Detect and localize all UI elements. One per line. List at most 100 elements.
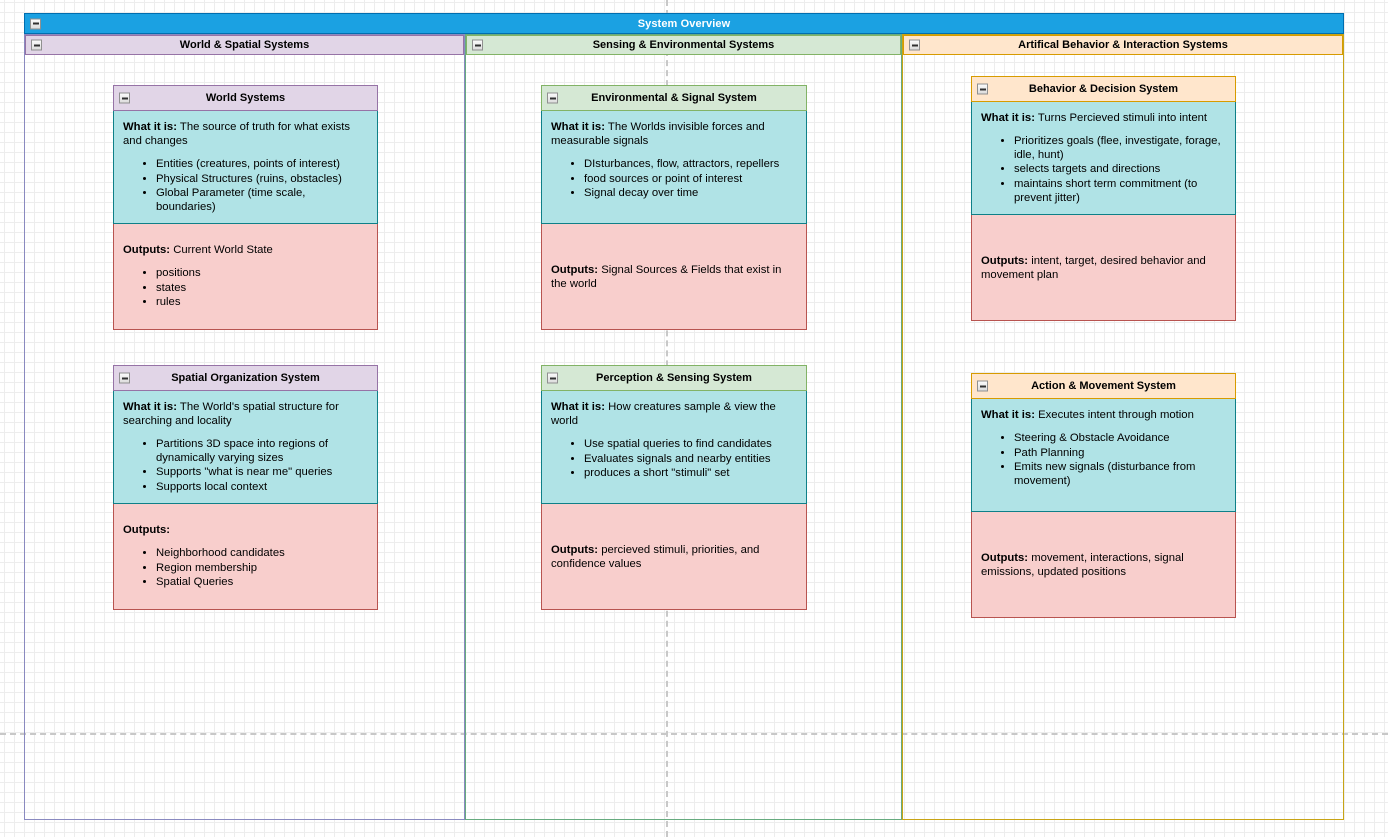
card-title-bar[interactable]: Action & Movement System — [971, 373, 1236, 399]
card-title-label: Action & Movement System — [1031, 380, 1176, 392]
outputs-label: Outputs: — [981, 551, 1029, 564]
card-action-movement-system[interactable]: Action & Movement System What it is: Exe… — [971, 373, 1236, 618]
list-item: Neighborhood candidates — [156, 547, 368, 561]
card-title-bar[interactable]: Environmental & Signal System — [541, 85, 807, 111]
lane-artifical-behavior-interaction-systems[interactable]: Artifical Behavior & Interaction Systems — [902, 34, 1344, 820]
outputs-line: Outputs: Signal Sources & Fields that ex… — [551, 264, 797, 292]
outputs-text: intent, target, desired behavior and mov… — [981, 254, 1206, 281]
what-it-is-line: What it is: How creatures sample & view … — [551, 401, 797, 429]
what-it-is-line: What it is: Turns Percieved stimuli into… — [981, 112, 1226, 126]
outputs-text: movement, interactions, signal emissions… — [981, 551, 1184, 578]
outputs-label: Outputs: — [123, 243, 171, 256]
collapse-minus-icon[interactable] — [472, 39, 483, 51]
collapse-minus-icon[interactable] — [547, 92, 558, 104]
outputs-line: Outputs: — [123, 524, 368, 538]
card-outputs-section: Outputs: Signal Sources & Fields that ex… — [541, 224, 807, 330]
card-world-systems[interactable]: World Systems What it is: The source of … — [113, 85, 378, 330]
outputs-text: Signal Sources & Fields that exist in th… — [551, 263, 782, 290]
what-it-is-text: How creatures sample & view the world — [551, 401, 776, 427]
lane-title-label: Sensing & Environmental Systems — [592, 39, 775, 51]
card-perception-sensing-system[interactable]: Perception & Sensing System What it is: … — [541, 365, 807, 610]
pool-title-bar[interactable]: System Overview — [24, 13, 1344, 34]
outputs-text: Current World State — [173, 243, 273, 256]
collapse-minus-icon[interactable] — [30, 18, 41, 29]
list-item: Spatial Queries — [156, 576, 368, 590]
what-it-is-label: What it is: — [123, 121, 177, 133]
list-item: Entities (creatures, points of interest) — [156, 158, 368, 172]
list-item: Path Planning — [1014, 447, 1226, 461]
lane-header-sensing-environmental-systems[interactable]: Sensing & Environmental Systems — [466, 35, 901, 55]
collapse-minus-icon[interactable] — [119, 372, 130, 384]
list-item: maintains short term commitment (to prev… — [1014, 178, 1226, 206]
what-it-is-bullets: DIsturbances, flow, attractors, repeller… — [551, 158, 797, 201]
list-item: produces a short "stimuli" set — [584, 467, 797, 481]
collapse-minus-icon[interactable] — [977, 380, 988, 392]
list-item: DIsturbances, flow, attractors, repeller… — [584, 158, 797, 172]
list-item: Supports "what is near me" queries — [156, 466, 368, 480]
what-it-is-line: What it is: Executes intent through moti… — [981, 409, 1226, 423]
outputs-line: Outputs: intent, target, desired behavio… — [981, 255, 1226, 283]
card-what-it-is-section: What it is: How creatures sample & view … — [541, 391, 807, 504]
card-what-it-is-section: What it is: The Worlds invisible forces … — [541, 111, 807, 224]
what-it-is-label: What it is: — [981, 409, 1035, 421]
list-item: rules — [156, 296, 368, 310]
card-title-bar[interactable]: World Systems — [113, 85, 378, 111]
what-it-is-text: The Worlds invisible forces and measurab… — [551, 121, 765, 147]
collapse-minus-icon[interactable] — [31, 39, 42, 51]
list-item: Emits new signals (disturbance from move… — [1014, 461, 1226, 489]
card-title-bar[interactable]: Behavior & Decision System — [971, 76, 1236, 102]
card-what-it-is-section: What it is: Turns Percieved stimuli into… — [971, 102, 1236, 215]
lane-title-label: Artifical Behavior & Interaction Systems — [1018, 39, 1228, 51]
card-title-label: Spatial Organization System — [171, 372, 320, 384]
outputs-line: Outputs: Current World State — [123, 244, 368, 258]
lane-header-world-spatial-systems[interactable]: World & Spatial Systems — [25, 35, 464, 55]
what-it-is-label: What it is: — [123, 401, 177, 413]
list-item: Global Parameter (time scale, boundaries… — [156, 187, 368, 215]
list-item: Region membership — [156, 562, 368, 576]
card-what-it-is-section: What it is: The World's spatial structur… — [113, 391, 378, 504]
collapse-minus-icon[interactable] — [909, 39, 920, 51]
pool-system-overview[interactable]: System Overview World & Spatial Systems … — [24, 13, 1344, 820]
what-it-is-bullets: Prioritizes goals (flee, investigate, fo… — [981, 135, 1226, 206]
collapse-minus-icon[interactable] — [119, 92, 130, 104]
card-title-bar[interactable]: Perception & Sensing System — [541, 365, 807, 391]
card-what-it-is-section: What it is: The source of truth for what… — [113, 111, 378, 224]
what-it-is-text: Executes intent through motion — [1038, 409, 1194, 421]
card-title-bar[interactable]: Spatial Organization System — [113, 365, 378, 391]
outputs-bullets: Neighborhood candidates Region membershi… — [123, 547, 368, 590]
lane-header-artifical-behavior-interaction-systems[interactable]: Artifical Behavior & Interaction Systems — [903, 35, 1343, 55]
card-title-label: World Systems — [205, 92, 286, 104]
what-it-is-bullets: Entities (creatures, points of interest)… — [123, 158, 368, 215]
what-it-is-label: What it is: — [551, 121, 605, 133]
list-item: Partitions 3D space into regions of dyna… — [156, 438, 368, 466]
what-it-is-line: What it is: The World's spatial structur… — [123, 401, 368, 429]
collapse-minus-icon[interactable] — [977, 83, 988, 95]
what-it-is-line: What it is: The Worlds invisible forces … — [551, 121, 797, 149]
card-outputs-section: Outputs: percieved stimuli, priorities, … — [541, 504, 807, 610]
outputs-bullets: positions states rules — [123, 267, 368, 310]
card-environmental-signal-system[interactable]: Environmental & Signal System What it is… — [541, 85, 807, 330]
collapse-minus-icon[interactable] — [547, 372, 558, 384]
what-it-is-text: The source of truth for what exists and … — [123, 121, 351, 147]
outputs-label: Outputs: — [981, 254, 1029, 267]
what-it-is-label: What it is: — [981, 112, 1035, 124]
what-it-is-line: What it is: The source of truth for what… — [123, 121, 368, 149]
list-item: Supports local context — [156, 481, 368, 495]
what-it-is-text: Turns Percieved stimuli into intent — [1037, 112, 1208, 124]
what-it-is-bullets: Partitions 3D space into regions of dyna… — [123, 438, 368, 495]
lane-title-label: World & Spatial Systems — [179, 39, 310, 51]
what-it-is-label: What it is: — [551, 401, 605, 413]
card-behavior-decision-system[interactable]: Behavior & Decision System What it is: T… — [971, 76, 1236, 321]
card-outputs-section: Outputs: Current World State positions s… — [113, 224, 378, 330]
lane-sensing-environmental-systems[interactable]: Sensing & Environmental Systems — [465, 34, 902, 820]
list-item: Steering & Obstacle Avoidance — [1014, 432, 1226, 446]
card-spatial-organization-system[interactable]: Spatial Organization System What it is: … — [113, 365, 378, 610]
outputs-label: Outputs: — [123, 523, 171, 536]
list-item: Use spatial queries to find candidates — [584, 438, 797, 452]
lane-world-spatial-systems[interactable]: World & Spatial Systems — [24, 34, 465, 820]
list-item: states — [156, 282, 368, 296]
card-outputs-section: Outputs: movement, interactions, signal … — [971, 512, 1236, 618]
card-outputs-section: Outputs: intent, target, desired behavio… — [971, 215, 1236, 321]
list-item: positions — [156, 267, 368, 281]
